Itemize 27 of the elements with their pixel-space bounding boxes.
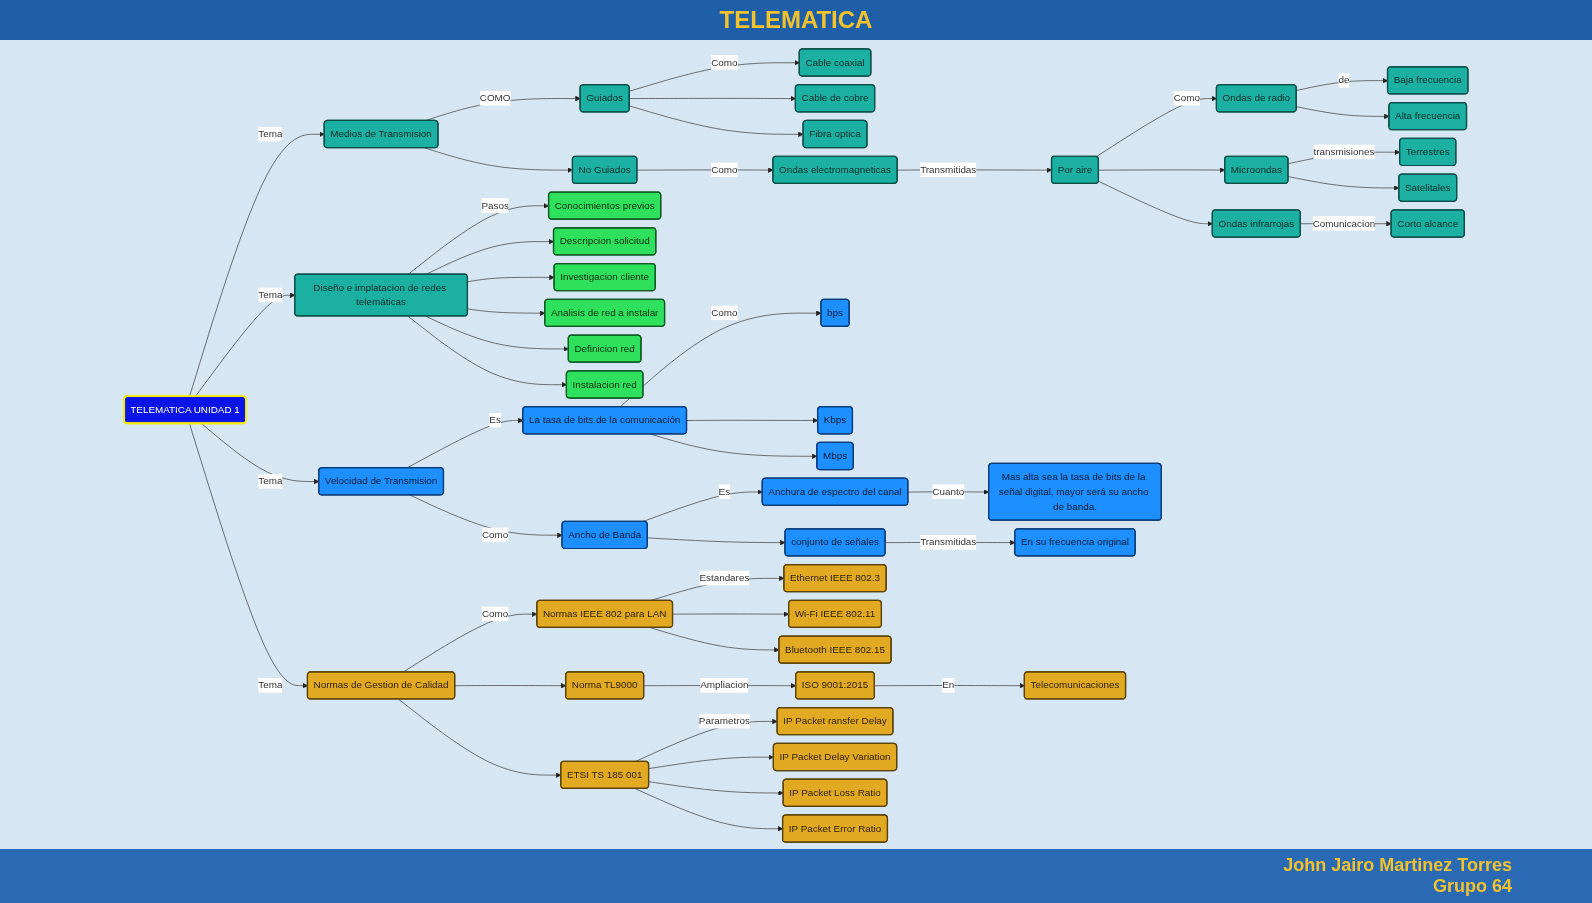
- edge-label: Tema: [258, 475, 283, 487]
- edge-label: Comunicacion: [1312, 217, 1376, 229]
- edge-label: transmisiones: [1313, 146, 1375, 157]
- edge-label: Tema: [258, 679, 283, 691]
- edge-label: Como: [711, 164, 738, 175]
- edge-label: Como: [711, 56, 738, 68]
- edge-label: Como: [481, 529, 509, 540]
- edge-label: de: [1338, 74, 1350, 86]
- edge-label: COMO: [479, 92, 511, 104]
- edge-label: Parametros: [698, 715, 750, 727]
- edge-label: Ampliacion: [700, 679, 749, 691]
- edge-label: Pasos: [481, 200, 509, 211]
- edge-label: Transmitidas: [920, 536, 977, 548]
- edge-label: Tema: [258, 128, 283, 139]
- edge-label: Es: [718, 486, 731, 497]
- edge-label: Es: [489, 414, 501, 426]
- edge-label: Como: [1173, 92, 1200, 104]
- edge-label: Como: [481, 608, 509, 619]
- footer-text: Grupo 64: [1433, 876, 1512, 897]
- edge-label: Como: [711, 307, 738, 318]
- edge-label: Estandares: [699, 572, 750, 584]
- edge-label: En: [942, 679, 955, 691]
- edge-label: Transmitidas: [920, 164, 977, 175]
- edge-label: Tema: [258, 289, 283, 300]
- footer-text: John Jairo Martinez Torres: [1283, 855, 1512, 876]
- title: TELEMATICA: [719, 6, 873, 34]
- edge-label: Cuanto: [932, 486, 965, 497]
